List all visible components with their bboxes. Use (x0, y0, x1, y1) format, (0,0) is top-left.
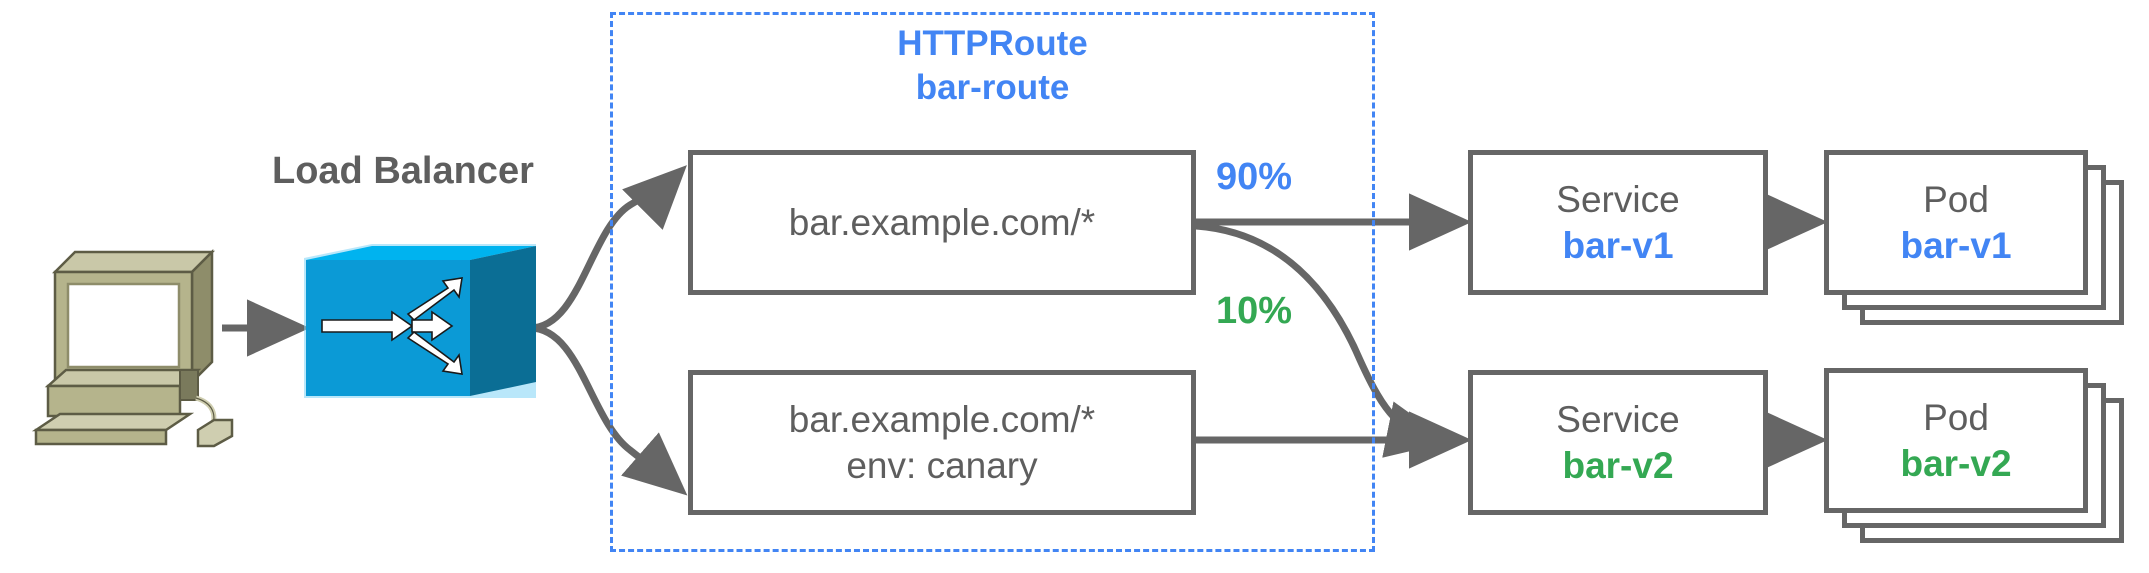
rule-1-match: bar.example.com/* (788, 201, 1096, 243)
service-bar-v2[interactable]: Service bar-v2 (1468, 370, 1768, 515)
weight-label-90: 90% (1216, 156, 1293, 198)
computer-workstation-icon (31, 248, 234, 448)
arrow-rule1-to-service-v2 (1195, 222, 1450, 458)
weight-label-10: 10% (1216, 290, 1293, 332)
pod-bar-v1[interactable]: Pod bar-v1 (1824, 150, 2088, 295)
pod-v2-name: bar-v2 (1900, 442, 2012, 484)
arrow-lb-to-rule-1 (529, 165, 687, 332)
pod-bar-v2[interactable]: Pod bar-v2 (1824, 368, 2088, 513)
httproute-title: HTTPRoute bar-route (610, 22, 1375, 110)
load-balancer-label: Load Balancer (272, 150, 534, 192)
service-v1-kind: Service (1556, 179, 1680, 221)
service-v2-kind: Service (1556, 399, 1680, 441)
httproute-name: bar-route (915, 67, 1070, 107)
arrow-lb-to-rule-2 (529, 324, 688, 496)
service-v1-name: bar-v1 (1562, 224, 1674, 266)
service-v2-name: bar-v2 (1562, 444, 1674, 486)
httproute-rule-2[interactable]: bar.example.com/* env: canary (688, 370, 1196, 515)
httproute-rule-1[interactable]: bar.example.com/* (688, 150, 1196, 295)
service-bar-v1[interactable]: Service bar-v1 (1468, 150, 1768, 295)
rule-2-header: env: canary (846, 444, 1038, 486)
pod-v1-kind: Pod (1923, 179, 1989, 221)
httproute-boundary (610, 12, 1375, 552)
pod-v1-name: bar-v1 (1900, 224, 2012, 266)
httproute-kind: HTTPRoute (897, 24, 1088, 63)
router-switch-icon (304, 244, 536, 398)
pod-v2-kind: Pod (1923, 397, 1989, 439)
rule-2-match: bar.example.com/* (788, 399, 1096, 441)
pod-stack-bar-v2[interactable]: Pod bar-v2 (1824, 368, 2124, 543)
pod-stack-bar-v1[interactable]: Pod bar-v1 (1824, 150, 2124, 325)
